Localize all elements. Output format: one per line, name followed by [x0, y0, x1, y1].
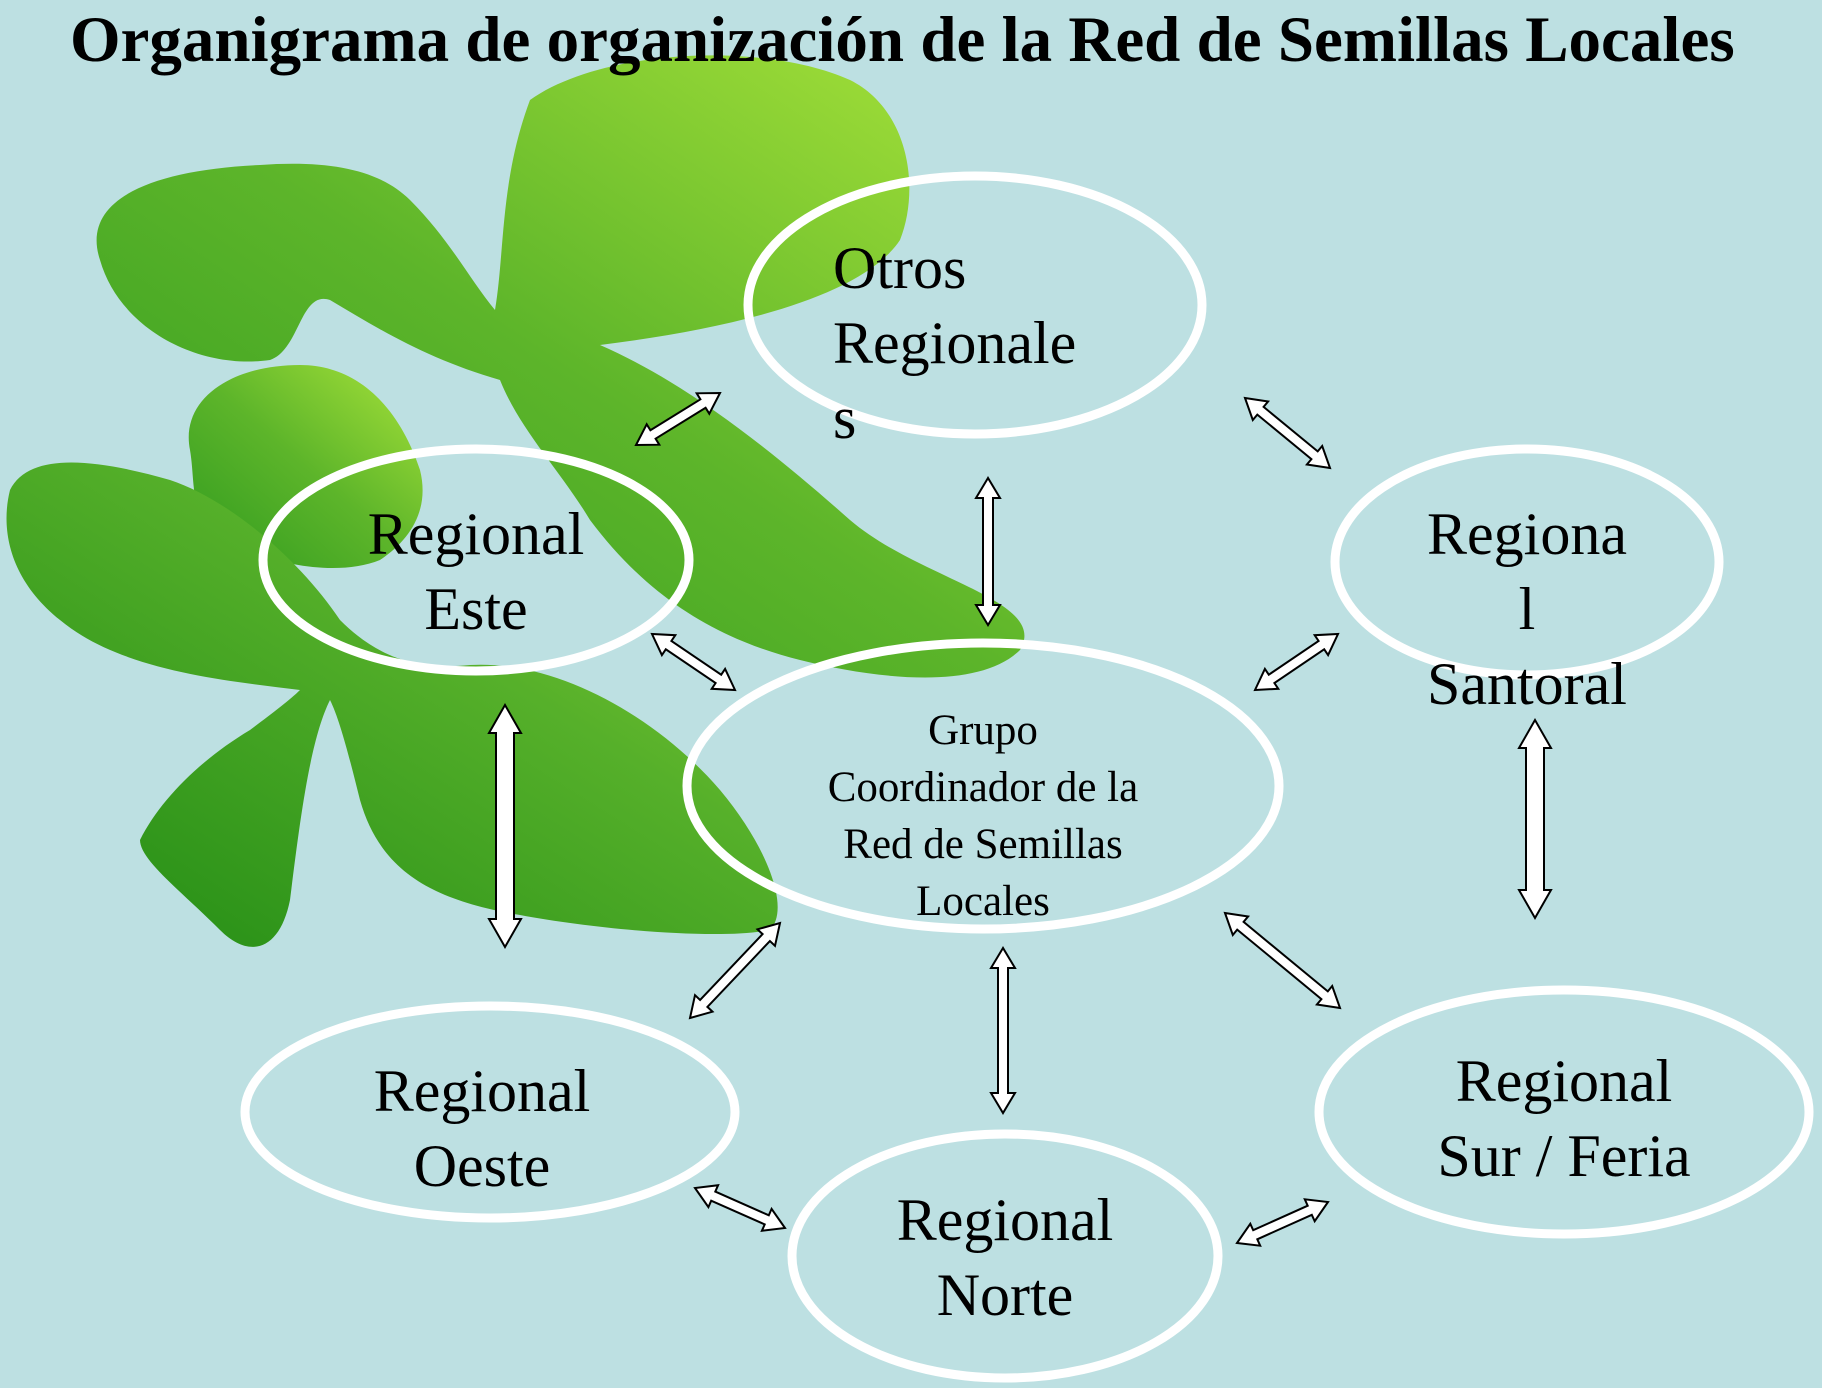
label-line: l	[1518, 576, 1536, 642]
double-arrow-shape	[487, 702, 523, 950]
arrow-santoral-sur	[1517, 717, 1553, 921]
label-line: Este	[424, 576, 528, 642]
double-arrow-shape	[650, 632, 737, 692]
label-line: Regiona	[1427, 501, 1627, 567]
connector-arrows	[487, 391, 1553, 1247]
label-line: Norte	[936, 1262, 1074, 1328]
double-arrow-shape	[989, 946, 1017, 1115]
label-regional-este: Regional Este	[326, 497, 626, 647]
label-line: Santoral	[1427, 651, 1627, 717]
ellipse-otros-regionales[interactable]	[743, 171, 1207, 439]
arrow-centro-oeste	[688, 921, 782, 1020]
label-regional-norte: Regional Norte	[855, 1183, 1155, 1333]
label-line: Regional	[1455, 1048, 1673, 1114]
label-line: Otros	[833, 235, 967, 301]
label-regional-sur-feria: Regional Sur / Feria	[1384, 1044, 1744, 1194]
double-arrow-shape	[1223, 911, 1342, 1010]
double-arrow-shape	[1517, 717, 1553, 921]
label-line: Regionale	[833, 310, 1077, 376]
double-arrow-shape	[634, 391, 722, 447]
arrow-santoral-centro	[1253, 632, 1340, 692]
ellipse-regional-sur-feria[interactable]	[1314, 985, 1814, 1239]
node-ellipses	[240, 171, 1814, 1383]
page-title: Organigrama de organización de la Red de…	[70, 4, 1735, 76]
arrow-centro-sur	[1223, 911, 1342, 1010]
double-arrow-shape	[693, 1183, 787, 1233]
label-regional-oeste: Regional Oeste	[332, 1054, 632, 1204]
label-line: Grupo	[928, 707, 1038, 754]
label-line: Oeste	[413, 1133, 551, 1199]
leaf-upper	[96, 55, 1025, 678]
arrow-otros-santoral	[1243, 396, 1332, 470]
ellipse-regional-norte[interactable]	[787, 1129, 1223, 1383]
label-grupo-coordinador: Grupo Coordinador de la Red de Semillas …	[783, 702, 1183, 930]
arrow-este-otros	[634, 391, 722, 447]
arrow-este-centro	[650, 632, 737, 692]
label-regional-santoral: Regiona l Santoral	[1377, 497, 1677, 722]
label-line: Coordinador de la	[827, 764, 1139, 811]
leaf-decoration	[6, 55, 1025, 947]
arrow-norte-sur	[1235, 1198, 1330, 1247]
ellipse-regional-santoral[interactable]	[1330, 444, 1724, 680]
arrow-centro-norte	[989, 946, 1017, 1115]
leaf-lower	[6, 462, 778, 947]
double-arrow-shape	[1235, 1198, 1330, 1247]
label-line: Regional	[373, 1058, 591, 1124]
double-arrow-shape	[1243, 396, 1332, 470]
arrow-este-oeste	[487, 702, 523, 950]
ellipse-grupo-coordinador[interactable]	[682, 638, 1284, 934]
label-line: Regional	[367, 501, 585, 567]
label-line: Locales	[916, 878, 1050, 925]
arrow-oeste-norte	[693, 1183, 787, 1233]
label-line: Regional	[896, 1187, 1114, 1253]
ellipse-regional-oeste[interactable]	[240, 1001, 740, 1223]
label-otros-regionales: Otros Regionale s	[833, 231, 1133, 456]
label-line: s	[833, 385, 857, 451]
leaf-middle	[188, 365, 423, 569]
double-arrow-shape	[688, 921, 782, 1020]
label-line: Sur / Feria	[1437, 1123, 1691, 1189]
ellipse-regional-este[interactable]	[258, 444, 694, 676]
label-line: Red de Semillas	[843, 821, 1123, 868]
double-arrow-shape	[1253, 632, 1340, 692]
double-arrow-shape	[974, 476, 1002, 627]
arrow-otros-centro	[974, 476, 1002, 627]
